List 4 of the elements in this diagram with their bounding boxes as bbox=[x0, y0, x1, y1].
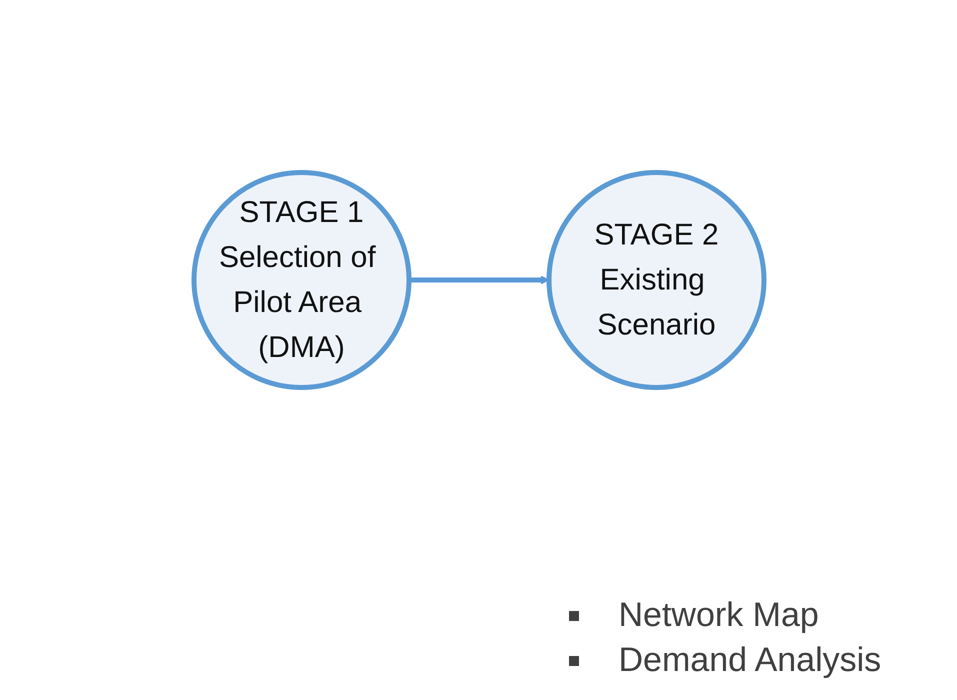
node-circle: STAGE 2 Existing Scenario bbox=[546, 170, 766, 390]
bullet-text: Demand Analysis bbox=[618, 641, 882, 680]
bullet-text: Network Map bbox=[618, 596, 819, 635]
node-circle: STAGE 1 Selection of Pilot Area (DMA) bbox=[191, 170, 411, 390]
